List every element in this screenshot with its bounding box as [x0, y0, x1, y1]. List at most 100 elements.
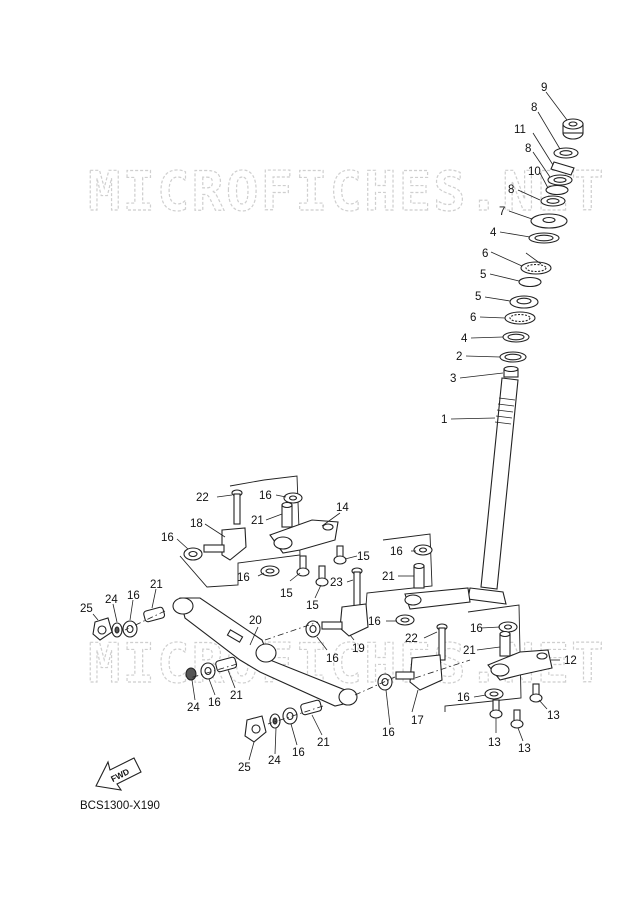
column-stack	[499, 118, 584, 378]
callout-24: 24	[187, 702, 200, 714]
callout-16: 16	[292, 747, 305, 759]
alignment-lines	[124, 610, 471, 725]
leader-lines-upper	[450, 91, 568, 420]
part-21-sleeve-bottom	[300, 699, 323, 716]
callout-24: 24	[105, 594, 118, 606]
part-16-washer-below-yoke	[395, 614, 415, 626]
callout-13: 13	[518, 743, 531, 755]
part-16-washer-left	[183, 547, 203, 561]
callout-2: 2	[456, 351, 462, 363]
part-17-bracket	[395, 654, 443, 691]
callout-25: 25	[80, 603, 93, 615]
callout-6: 6	[482, 248, 488, 260]
callout-9: 9	[541, 82, 547, 94]
fwd-arrow-icon: FWD	[95, 757, 142, 791]
callout-7: 7	[499, 206, 505, 218]
callout-5: 5	[475, 291, 481, 303]
part-16-washer-far-left	[122, 620, 138, 638]
callout-12: 12	[564, 655, 577, 667]
part-21-bushing-lower-right	[499, 630, 511, 657]
part-25-nut-far-left	[92, 617, 113, 641]
callout-20: 20	[249, 615, 262, 627]
diagram-code: BCS1300-X190	[80, 800, 160, 812]
callout-13: 13	[488, 737, 501, 749]
callout-16: 16	[237, 572, 250, 584]
part-25-nut-bottom	[244, 715, 267, 743]
part-16-washer-clamp	[305, 620, 321, 638]
callout-21: 21	[317, 737, 330, 749]
callout-16: 16	[208, 697, 221, 709]
callout-23: 23	[330, 577, 343, 589]
callout-16: 16	[390, 546, 403, 558]
callout-8: 8	[525, 143, 531, 155]
part-3-collar	[503, 365, 519, 378]
part-22-bolt-left	[231, 489, 243, 525]
part-22-bolt-right	[436, 623, 448, 661]
callout-6: 6	[470, 312, 476, 324]
callout-16: 16	[127, 590, 140, 602]
callout-16: 16	[457, 692, 470, 704]
frame-box-left	[179, 475, 301, 588]
part-21-bushing-upper	[281, 501, 293, 528]
callout-8: 8	[508, 184, 514, 196]
part-21-sleeve-mid	[215, 656, 238, 673]
part-16-washer-right	[413, 544, 433, 556]
part-19-clamp	[321, 603, 369, 637]
callout-16: 16	[368, 616, 381, 628]
callout-10: 10	[528, 166, 541, 178]
callout-14: 14	[336, 502, 349, 514]
part-24-washer-far-left	[111, 622, 123, 638]
callout-3: 3	[450, 373, 456, 385]
callout-22: 22	[196, 492, 209, 504]
part-16-washer-mid	[260, 565, 280, 577]
callout-21: 21	[251, 515, 264, 527]
callout-1: 1	[441, 414, 447, 426]
part-10-spacer	[545, 184, 569, 196]
callout-5: 5	[480, 269, 486, 281]
part-14-pitman-arm	[269, 519, 339, 554]
callout-15: 15	[280, 588, 293, 600]
callout-13: 13	[547, 710, 560, 722]
callout-21: 21	[463, 645, 476, 657]
part-21-sleeve-left	[143, 606, 166, 623]
callout-11: 11	[514, 124, 526, 136]
callout-17: 17	[411, 715, 424, 727]
part-5-race-a	[518, 276, 542, 288]
leader-lines-lower	[92, 494, 560, 761]
callout-24: 24	[268, 755, 281, 767]
frame-box-right	[364, 533, 433, 620]
callout-16: 16	[470, 623, 483, 635]
part-11-lock-tab	[550, 161, 575, 176]
callout-21: 21	[230, 690, 243, 702]
part-16-washer-right-bottom	[377, 673, 393, 691]
part-24-washer-mid	[185, 667, 197, 681]
callout-4: 4	[461, 333, 468, 345]
part-9-nut	[562, 118, 584, 140]
part-20-tie-rod	[172, 597, 358, 707]
callout-25: 25	[238, 762, 251, 774]
callout-22: 22	[405, 633, 418, 645]
callout-15: 15	[357, 551, 370, 563]
callout-19: 19	[352, 643, 365, 655]
part-15-bolts	[296, 545, 347, 587]
callout-18: 18	[190, 518, 203, 530]
callout-21: 21	[150, 579, 163, 591]
callout-labels: 9 8 11 8 10 8 7 4 6 5 5 6 4 2 3 1 22 16 …	[80, 82, 577, 774]
callout-15: 15	[306, 600, 319, 612]
callout-21: 21	[382, 571, 395, 583]
part-24-washer-bottom	[269, 713, 281, 729]
callout-4: 4	[490, 227, 497, 239]
part-12-arm	[487, 649, 553, 681]
part-23-bolt	[351, 567, 363, 607]
part-16-washer-lower-right	[484, 688, 504, 700]
callout-16: 16	[161, 532, 174, 544]
part-1-steering-column	[404, 377, 519, 610]
part-16-washer-lower-right-top	[498, 621, 518, 633]
part-16-washer-upper-left	[283, 492, 303, 504]
callout-16: 16	[382, 727, 395, 739]
part-21-bushing-right	[413, 562, 425, 589]
part-18-bracket	[203, 527, 247, 561]
frame-box-lower-right	[444, 604, 522, 712]
part-16-washer-bottom	[282, 707, 298, 725]
